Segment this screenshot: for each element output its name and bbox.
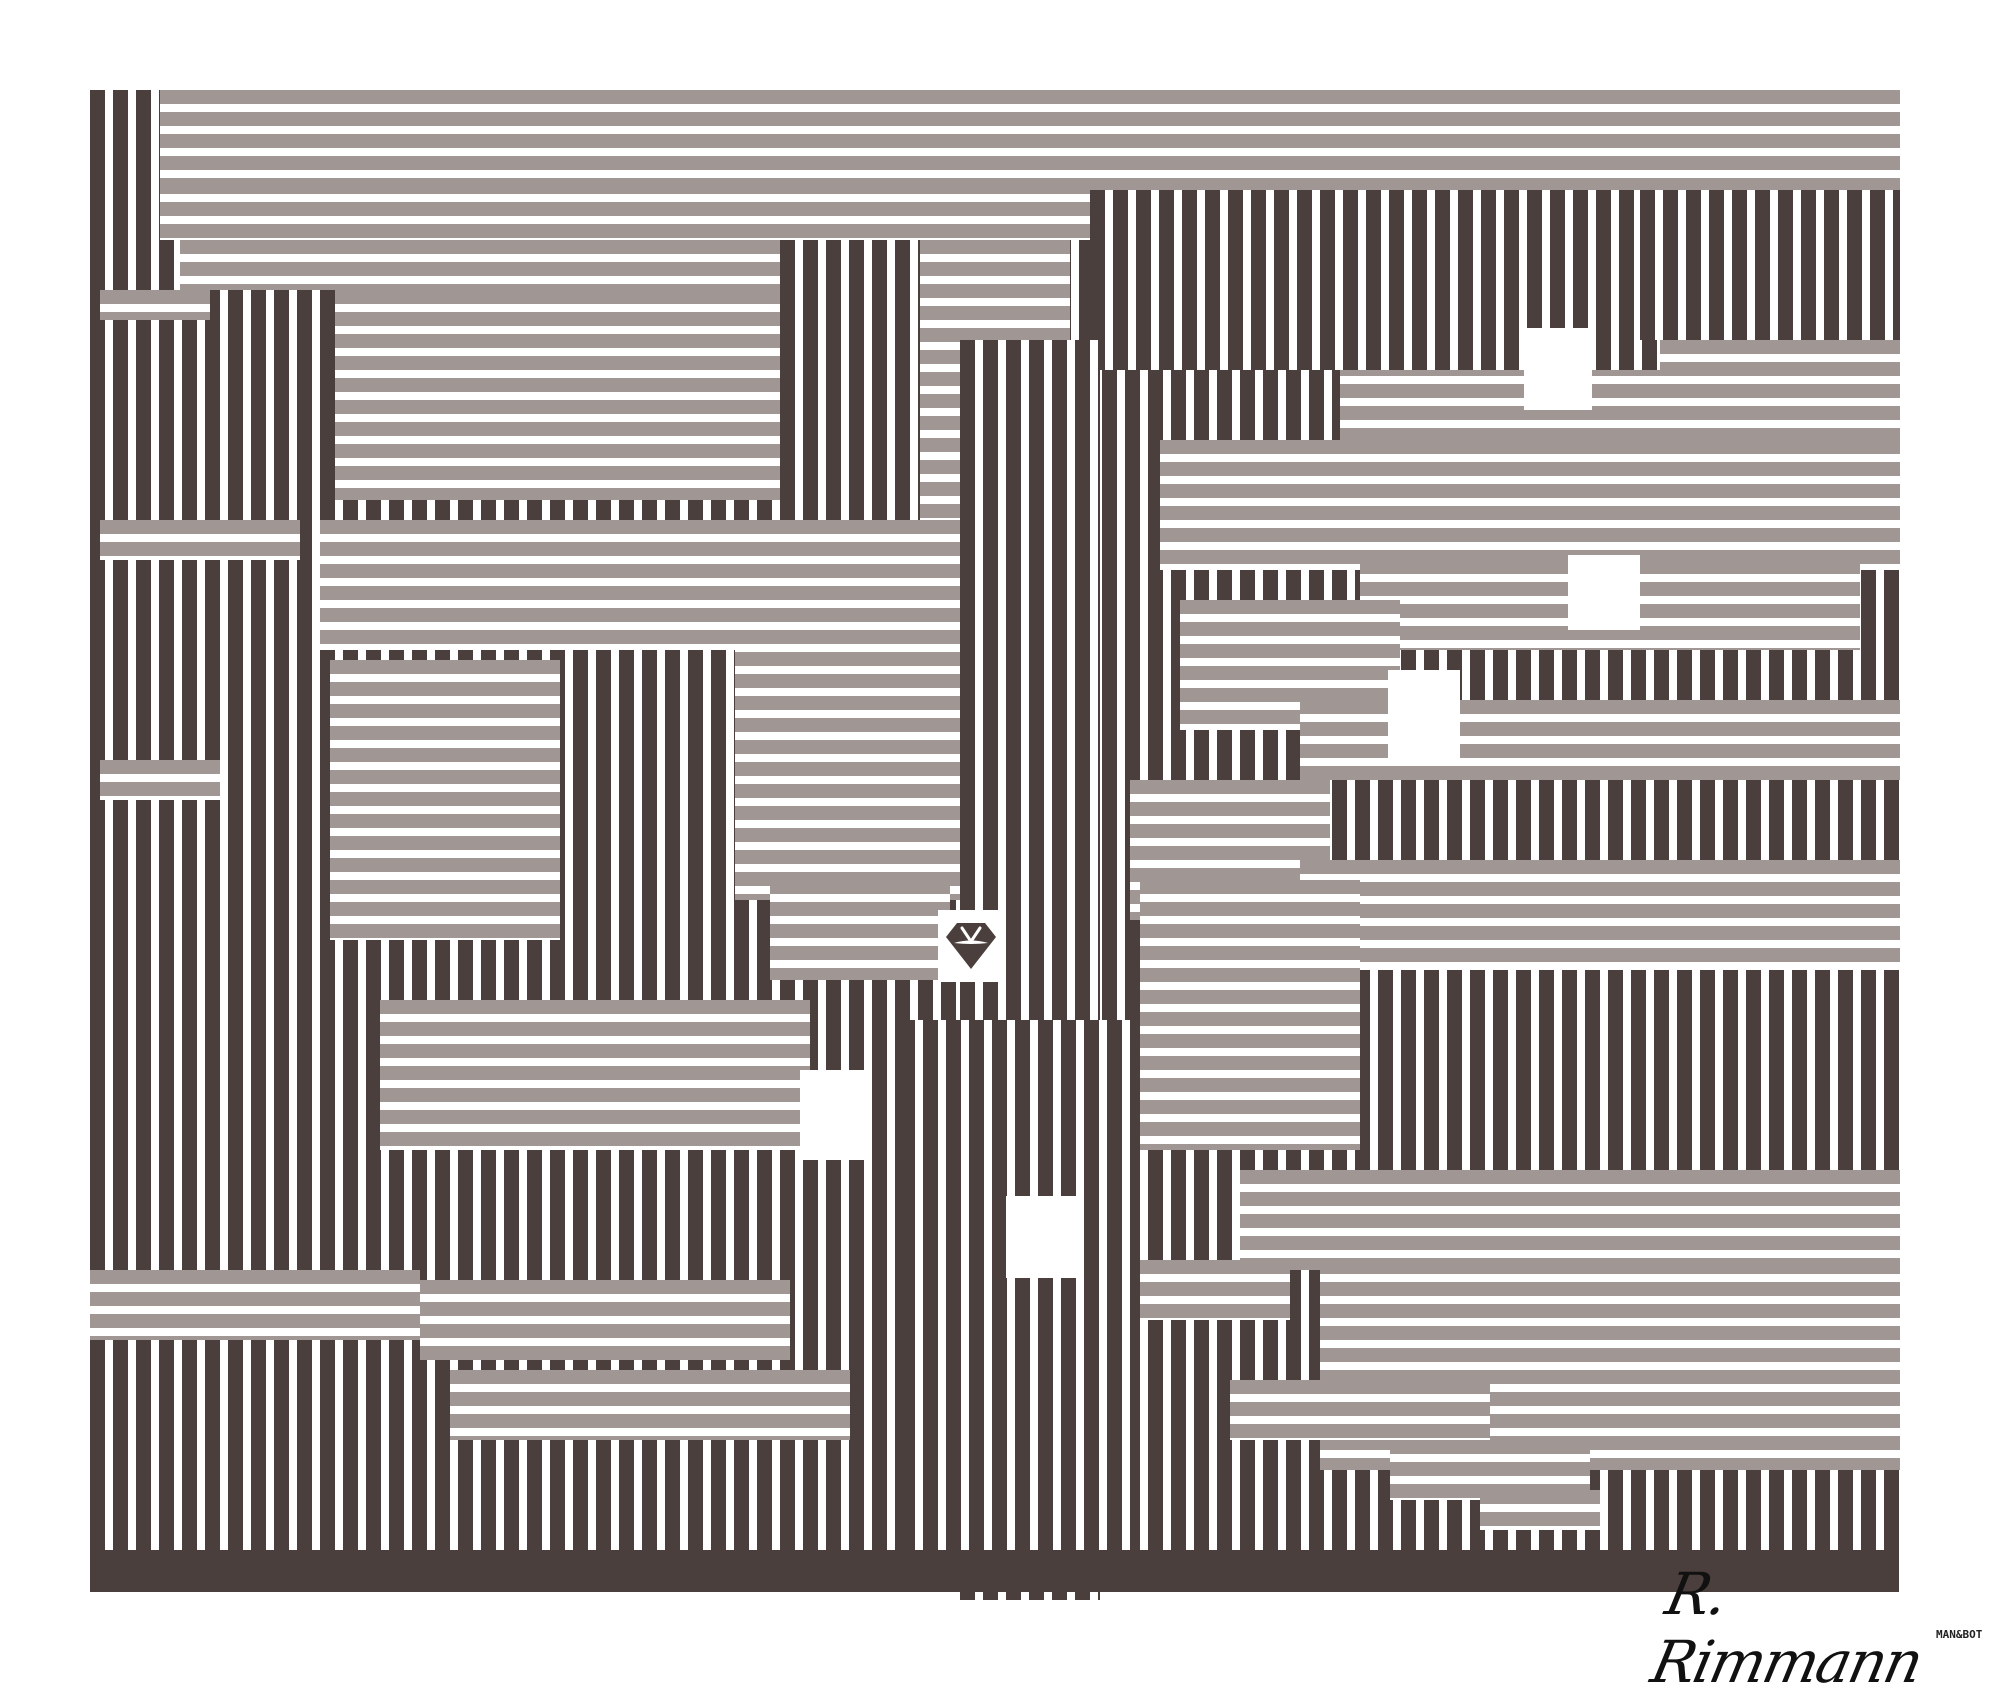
maze-horizontal-region: [1620, 180, 1720, 190]
maze-bottom-wall: [90, 1550, 1895, 1592]
maze-horizontal-region: [1140, 880, 1360, 1150]
maze-vertical-region: [900, 1020, 1140, 1590]
white-square-3: [1388, 670, 1460, 762]
maze-goal-marker[interactable]: [938, 910, 1004, 982]
white-square-4: [800, 1070, 872, 1160]
maze-horizontal-region: [335, 290, 780, 500]
maze-horizontal-region: [1130, 1260, 1290, 1320]
diamond-gem-icon: [946, 923, 996, 969]
maze-horizontal-region: [180, 240, 780, 290]
maze-horizontal-region: [1480, 1490, 1600, 1530]
maze-horizontal-region: [735, 520, 960, 900]
white-square-2: [1568, 555, 1640, 630]
maze-horizontal-region: [140, 180, 1090, 240]
maze-vertical-region: [90, 90, 160, 260]
maze-horizontal-region: [100, 520, 300, 560]
maze-horizontal-region: [1160, 440, 1900, 570]
maze-horizontal-region: [770, 880, 950, 980]
maze-horizontal-region: [1240, 1170, 1900, 1270]
maze-horizontal-region: [380, 1000, 810, 1150]
white-square-5: [1006, 1196, 1076, 1278]
maze-horizontal-region: [100, 760, 220, 800]
maze-horizontal-region: [90, 1270, 420, 1340]
maze-artwork: R. Rimmann MAN&BOT: [90, 90, 1983, 1696]
maze-vertical-region: [1640, 190, 1900, 340]
maze-horizontal-region: [100, 290, 210, 320]
maze-horizontal-region: [1300, 860, 1900, 970]
maze-horizontal-region: [320, 520, 740, 650]
maze-horizontal-region: [150, 112, 1900, 190]
white-square-1: [1524, 328, 1592, 410]
maze-horizontal-region: [330, 660, 560, 940]
maze-horizontal-region: [450, 1370, 850, 1440]
maze-horizontal-region: [1230, 1380, 1490, 1440]
watermark-label: MAN&BOT: [1936, 1628, 1983, 1641]
maze-horizontal-region: [420, 1280, 790, 1360]
